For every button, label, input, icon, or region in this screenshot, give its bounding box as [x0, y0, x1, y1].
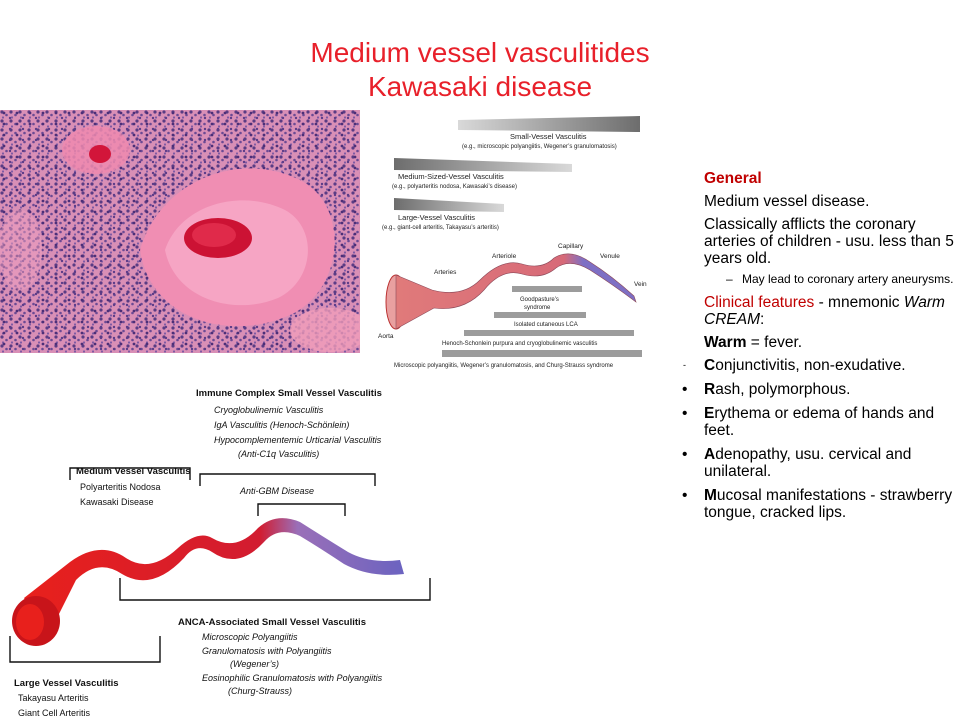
list-marker: • [682, 487, 688, 504]
anca-title: ANCA-Associated Small Vessel Vasculitis [178, 617, 366, 628]
goodpasture-label-1: Goodpasture’s [520, 297, 559, 303]
anti-gbm-bracket [257, 503, 346, 516]
title-line-1: Medium vessel vasculitides [310, 37, 650, 68]
list-item: • Rash, polymorphous. [682, 381, 954, 398]
medium-vessel-label: Medium-Sized-Vessel Vasculitis [398, 172, 504, 181]
clinical-colon: : [759, 311, 765, 328]
clinical-mnemonic: Warm CREAM [704, 294, 945, 328]
list-item: - Conjunctivitis, non-exudative. [683, 357, 954, 374]
goodpasture-bar [512, 286, 582, 292]
goodpasture-label-2: syndrome [524, 305, 551, 311]
mpa-item: Microscopic Polyangiitis [202, 632, 298, 642]
venule-label: Venule [600, 253, 620, 260]
large-vessel-example: (e.g., giant-cell arteritis, Takayasu’s … [382, 225, 499, 231]
anti-c1q-item: (Anti-C1q Vasculitis) [238, 449, 319, 459]
small-vessel-bar [458, 116, 640, 132]
egpa-item: Eosinophilic Granulomatosis with Polyang… [202, 673, 383, 683]
arteries-label: Arteries [434, 269, 457, 276]
list-item-text: ash, polymorphous. [715, 381, 851, 398]
cream-list: - Conjunctivitis, non-exudative. • Rash, p… [682, 357, 954, 521]
gca-item: Giant Cell Arteritis [18, 708, 91, 718]
medium-vessel-bar [394, 158, 572, 172]
medium-vessel-example: (e.g., polyarteritis nodosa, Kawasaki’s … [392, 184, 517, 190]
immune-complex-title: Immune Complex Small Vessel Vasculitis [196, 388, 382, 399]
gpa-item: Granulomatosis with Polyangiitis [202, 646, 332, 656]
list-item-text: ucosal manifestations - strawberry tongu… [704, 487, 953, 521]
mnemonic-letter: E [704, 405, 715, 422]
clinical-features-label: Clinical features [704, 294, 815, 311]
mnemonic-letter: A [704, 446, 716, 463]
capillary-label: Capillary [558, 243, 584, 250]
warm-meaning: = fever. [746, 334, 803, 351]
list-item: • Erythema or edema of hands and feet. [682, 405, 954, 439]
medium-vessel-line: Medium vessel disease. [704, 193, 870, 210]
small-vessel-example: (e.g., microscopic polyangiitis, Wegener… [462, 144, 617, 150]
iga-item: IgA Vasculitis (Henoch-Schönlein) [214, 420, 349, 430]
mnemonic-letter: R [704, 381, 716, 398]
large-vessel-title: Large Vessel Vasculitis [14, 678, 119, 689]
immune-bracket [199, 473, 376, 486]
title-line-2: Kawasaki disease [367, 71, 593, 102]
microscopic-bar [442, 350, 642, 357]
list-marker: • [682, 446, 688, 463]
chcc-classification-diagram: Immune Complex Small Vessel Vasculitis C… [9, 388, 431, 718]
large-vessel-label: Large-Vessel Vasculitis [398, 213, 475, 222]
list-item-text: onjunctivitis, non-exudative. [715, 357, 906, 374]
large-vessel-lumen [16, 604, 44, 640]
hypo-item: Hypocomplementemic Urticarial Vasculitis [214, 435, 382, 445]
arteriole-label: Arteriole [492, 253, 517, 260]
list-marker: • [682, 405, 688, 422]
pan-item: Polyarteritis Nodosa [80, 482, 161, 492]
mnemonic-letter: M [704, 487, 717, 504]
list-item-text: rythema or edema of hands and feet. [704, 405, 935, 439]
wegener-item: (Wegener’s) [230, 659, 279, 669]
coronary-line: Classically afflicts the coronary arteri… [704, 216, 954, 267]
list-item: • Mucosal manifestations - strawberry ton… [682, 487, 954, 521]
medium-vessel-title: Medium Vessel Vasculitis [76, 466, 191, 477]
small-vessel-label: Small-Vessel Vasculitis [510, 132, 587, 141]
isolated-lca-bar [494, 312, 586, 318]
aorta-label: Aorta [378, 333, 394, 340]
notes-panel: General Medium vessel disease. Classical… [682, 170, 954, 528]
henoch-bar [464, 330, 634, 336]
vessel-tree [395, 253, 637, 330]
clinical-features-line: Clinical features - mnemonic Warm CREAM: [704, 294, 954, 328]
isolated-lca-label: Isolated cutaneous LCA [514, 322, 578, 328]
churg-item: (Churg-Strauss) [228, 686, 292, 696]
list-item: • Adenopathy, usu. cervical and unilatera… [682, 446, 954, 480]
vein-label: Vein [634, 281, 647, 288]
aneurysm-subpoint: May lead to coronary artery aneurysms. [726, 273, 954, 287]
cryo-item: Cryoglobulinemic Vasculitis [214, 405, 324, 415]
list-marker: • [682, 381, 688, 398]
list-marker: - [683, 360, 686, 370]
anti-gbm-item: Anti-GBM Disease [239, 486, 314, 496]
takayasu-item: Takayasu Arteritis [18, 693, 89, 703]
warm-word: Warm [704, 334, 747, 351]
histology-image [0, 110, 360, 353]
large-vessel-bar [394, 198, 504, 212]
large-bracket [9, 636, 161, 663]
mnemonic-letter: C [704, 357, 716, 374]
kawasaki-item: Kawasaki Disease [80, 497, 154, 507]
bottom-vessel [24, 518, 404, 640]
microscopic-label: Microscopic polyangiitis, Wegener’s gran… [394, 363, 614, 369]
medium-bracket [69, 467, 191, 480]
vessel-size-diagram: Small-Vessel Vasculitis (e.g., microscop… [378, 116, 647, 369]
anca-bracket [119, 578, 431, 601]
clinical-mnemonic-prefix: - mnemonic [814, 294, 904, 311]
warm-line: Warm = fever. [704, 334, 954, 351]
slide-title: Medium vessel vasculitides Kawasaki dise… [0, 36, 960, 104]
list-item-text: denopathy, usu. cervical and unilateral. [704, 446, 912, 480]
general-heading: General [704, 170, 762, 187]
henoch-label: Henoch-Schonlein purpura and cryoglobuli… [442, 341, 597, 347]
